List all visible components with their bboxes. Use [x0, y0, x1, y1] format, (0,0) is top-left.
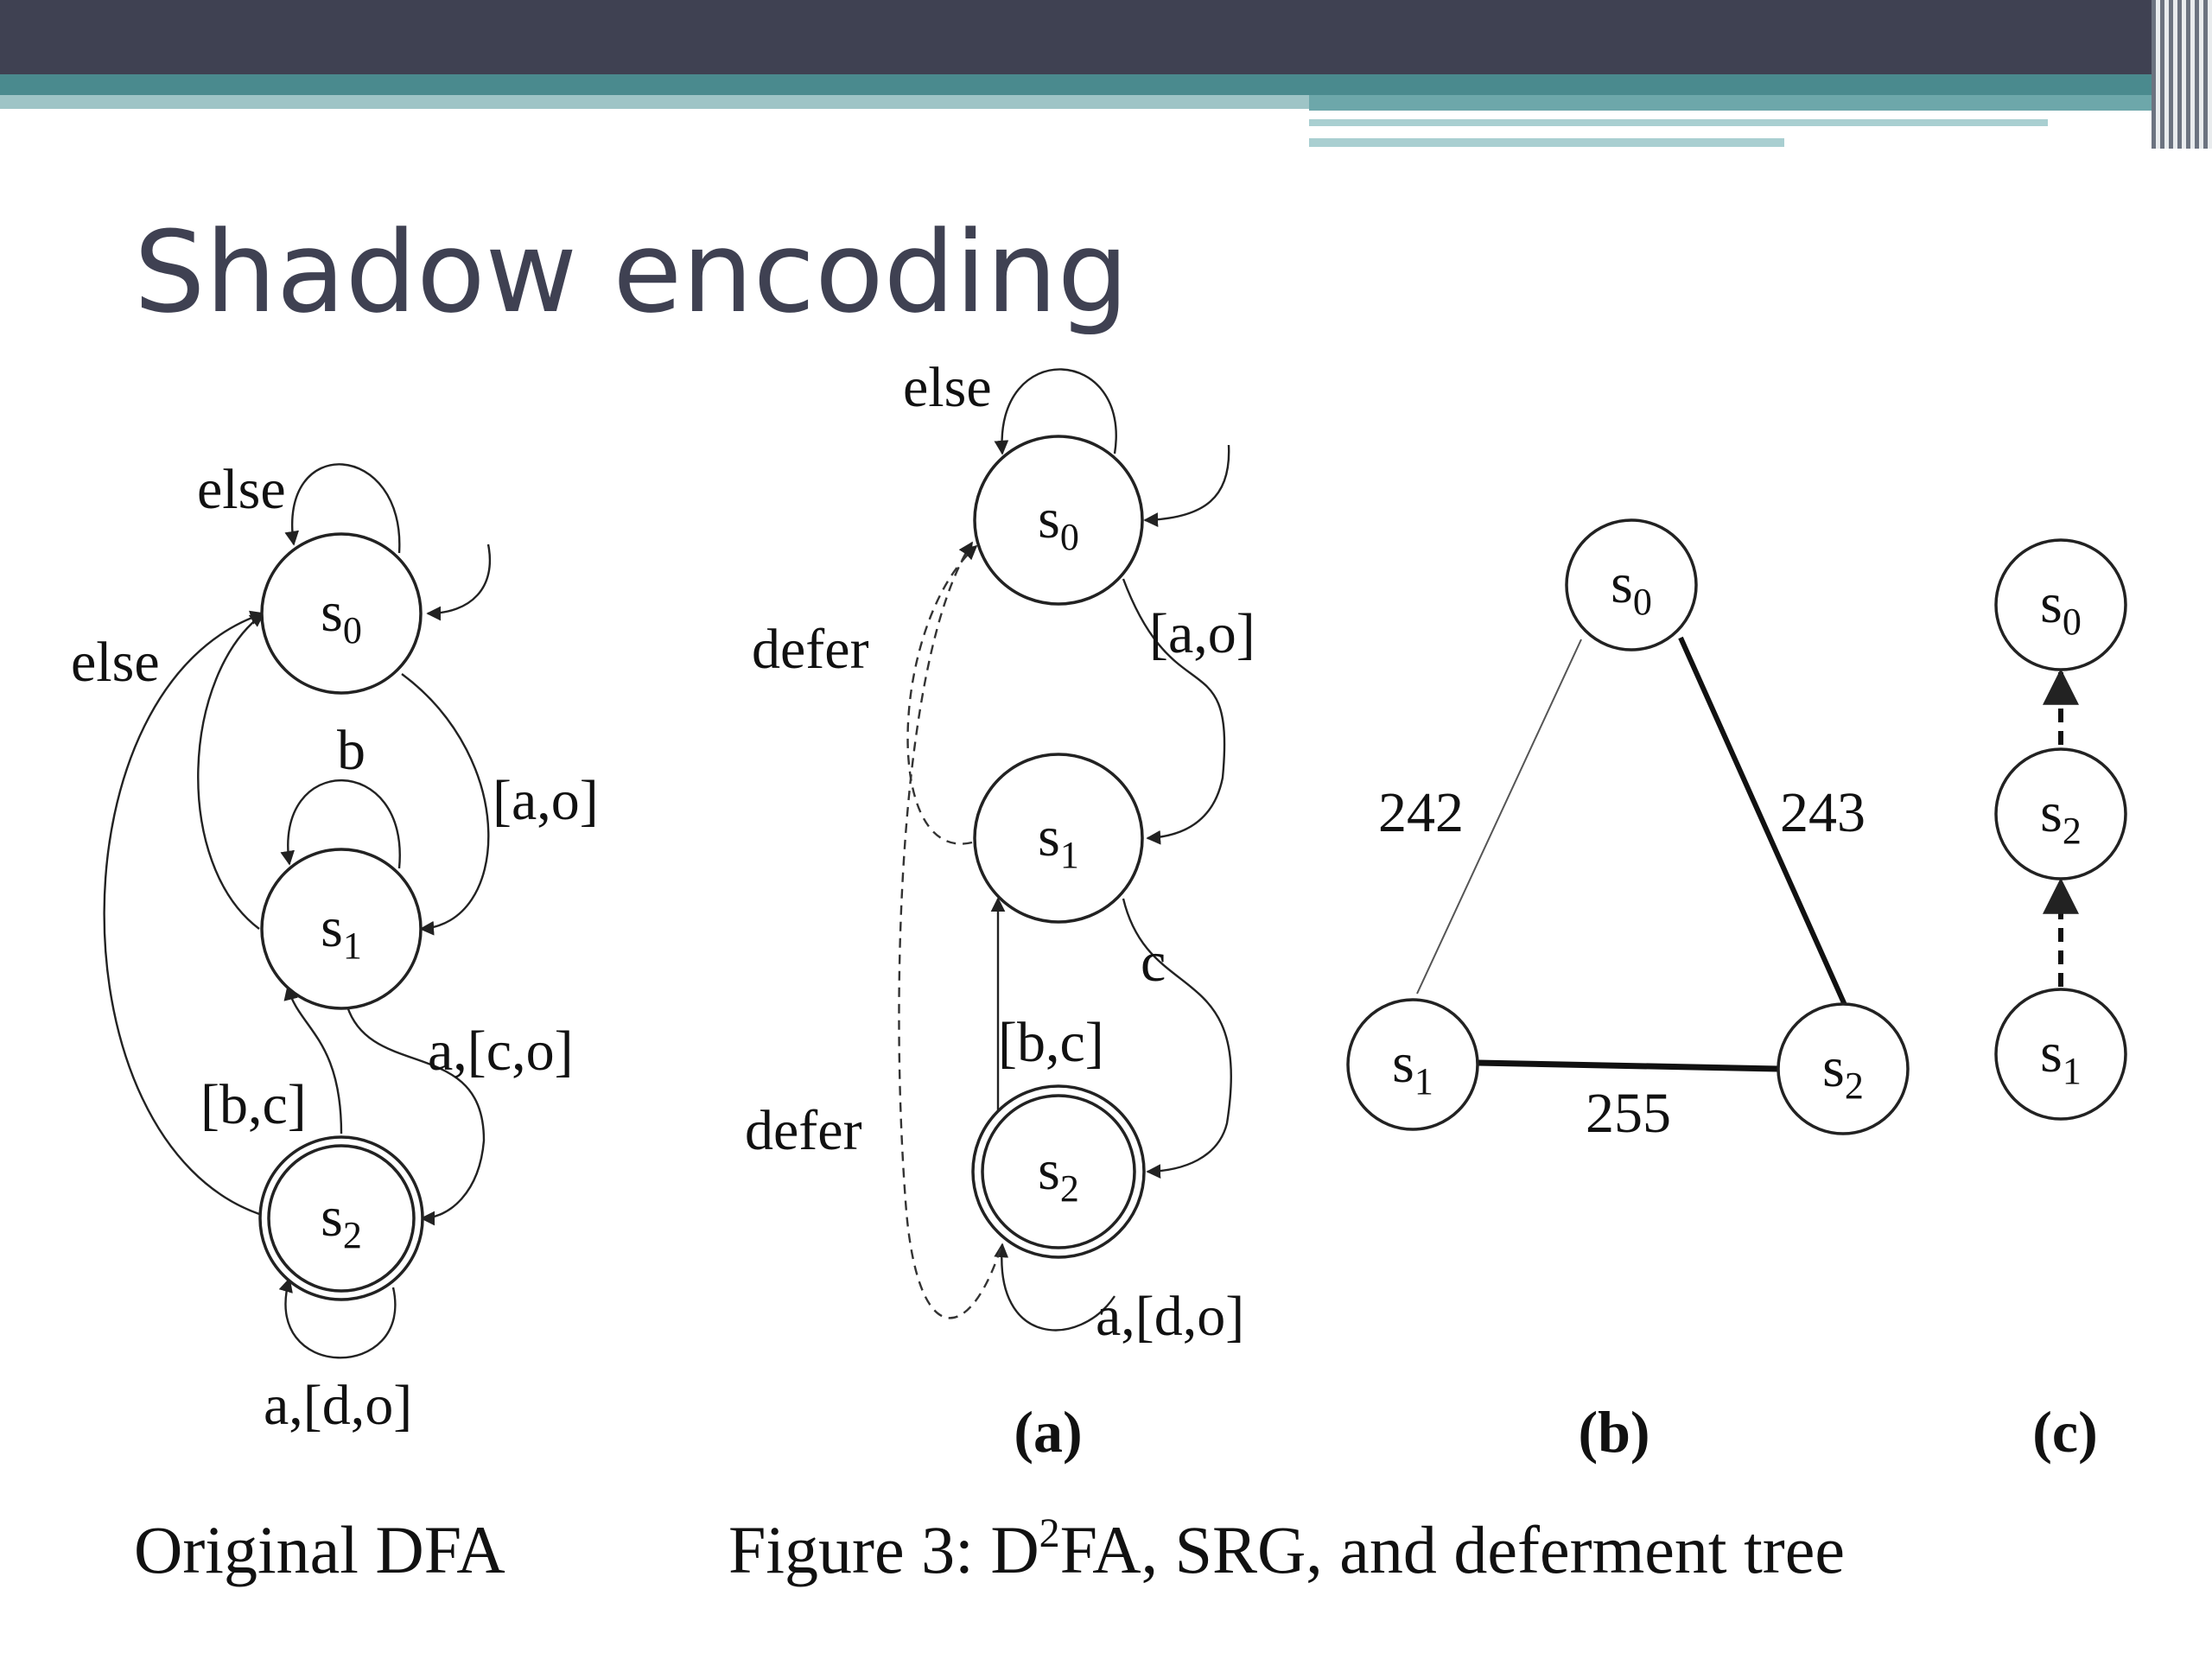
slide-accent-band-light — [0, 95, 1309, 109]
srg-diagram: s0 s1 s2 242 243 255 (b) — [1346, 518, 1910, 1465]
d2fa-label-s1-to-s2: c — [1141, 931, 1166, 994]
d2fa-state-s0: s0 — [973, 435, 1144, 606]
original-dfa-caption: Original DFA — [134, 1512, 505, 1587]
d2fa-label-defer-upper: defer — [752, 618, 869, 681]
dfa-state-s0: s0 — [260, 532, 423, 695]
dfa-label-s2-self: a,[d,o] — [264, 1374, 412, 1437]
dfa-s0-to-s1-edge — [401, 673, 490, 936]
srg-state-s1: s1 — [1346, 998, 1479, 1131]
srg-weight-242: 242 — [1378, 781, 1464, 844]
slide-accent-line — [1309, 119, 2048, 126]
deferment-tree-diagram: s0 s2 s1 (c) — [1994, 538, 2127, 1465]
svg-text:s1: s1 — [321, 896, 362, 967]
d2fa-label-s2-to-s1: [b,c] — [998, 1011, 1104, 1074]
dfa-s0-self-loop-edge — [284, 463, 401, 554]
dfa-s1-to-s2-edge — [346, 1006, 486, 1226]
svg-text:s0: s0 — [321, 581, 362, 652]
d2fa-defer-s2-to-s0-edge — [898, 541, 1002, 1319]
dfa-s1-to-s0-edge — [197, 613, 265, 930]
slide-accent-line — [1309, 138, 1784, 147]
svg-text:s1: s1 — [2040, 1021, 2082, 1092]
srg-edge-s1-s2 — [1477, 1059, 1779, 1072]
srg-state-s2: s2 — [1777, 1002, 1910, 1135]
d2fa-s0-self-loop-edge — [994, 368, 1117, 455]
dfa-s2-to-s0-edge — [103, 610, 265, 1216]
d2fa-start-arrow — [1143, 444, 1230, 527]
svg-text:s2: s2 — [2040, 781, 2082, 852]
panel-label-c: (c) — [2032, 1399, 2097, 1465]
figure-caption: Figure 3: D2FA, SRG, and deferment tree — [728, 1510, 1845, 1587]
dfa-s2-self-loop-edge — [278, 1277, 397, 1359]
slide-title: Shadow encoding — [134, 207, 1129, 338]
slide-corner-stripes — [2152, 0, 2212, 149]
d2fa-defer-s1-to-s0-edge — [906, 544, 978, 845]
srg-state-s0: s0 — [1565, 518, 1698, 652]
svg-text:s2: s2 — [321, 1185, 362, 1256]
svg-text:s1: s1 — [1392, 1032, 1433, 1103]
tree-state-s0: s0 — [1994, 538, 2127, 671]
d2fa-s2-self-loop-edge — [994, 1243, 1116, 1332]
svg-text:s2: s2 — [1038, 1139, 1079, 1210]
d2fa-label-s0-to-s1: [a,o] — [1149, 602, 1255, 665]
slide-top-bar — [0, 0, 2212, 74]
dfa-label-s1-to-s2: a,[c,o] — [428, 1020, 574, 1083]
srg-edge-s0-s1 — [1416, 639, 1582, 995]
dfa-label-else: else — [71, 631, 160, 694]
slide-accent-band — [0, 74, 2212, 95]
d2fa-label-s2-self: a,[d,o] — [1096, 1285, 1244, 1348]
svg-text:s1: s1 — [1038, 805, 1079, 876]
slide-accent-band-right — [1309, 95, 2212, 111]
svg-text:s0: s0 — [1038, 487, 1079, 558]
svg-text:s2: s2 — [1822, 1036, 1864, 1107]
d2fa-label-defer-lower: defer — [745, 1099, 862, 1162]
srg-weight-243: 243 — [1780, 781, 1866, 844]
dfa-state-s1: s1 — [260, 848, 423, 1010]
tree-state-s2: s2 — [1994, 747, 2127, 880]
d2fa-s1-to-s2-edge — [1122, 898, 1232, 1179]
d2fa-state-s2-accepting: s2 — [971, 1084, 1146, 1259]
svg-text:s0: s0 — [1611, 552, 1652, 623]
original-dfa-diagram: s0 s1 s2 else else b [a,o] a,[c,o] [b,c]… — [71, 458, 599, 1437]
dfa-state-s2-accepting: s2 — [258, 1135, 424, 1301]
dfa-label-s0-to-s1: [a,o] — [493, 769, 599, 832]
d2fa-label-s0-self: else — [903, 356, 992, 419]
srg-weight-255: 255 — [1586, 1082, 1671, 1145]
d2fa-diagram: s0 s1 s2 else defer [a,o] c [b,c] defer … — [745, 356, 1255, 1465]
tree-state-s1: s1 — [1994, 988, 2127, 1121]
panel-label-a: (a) — [1014, 1399, 1082, 1465]
dfa-label-s1-self: b — [337, 719, 365, 782]
panel-label-b: (b) — [1578, 1399, 1649, 1465]
dfa-label-s0-self: else — [197, 458, 286, 521]
d2fa-state-s1: s1 — [973, 753, 1144, 924]
dfa-start-arrow — [426, 543, 491, 621]
dfa-s2-to-s1-edge — [283, 985, 343, 1135]
svg-text:s0: s0 — [2040, 572, 2082, 643]
srg-edge-s0-s2 — [1678, 636, 1847, 1007]
d2fa-s0-to-s1-edge — [1122, 578, 1226, 845]
dfa-label-s2-to-s1: [b,c] — [200, 1073, 307, 1136]
dfa-s1-self-loop-edge — [280, 779, 401, 869]
